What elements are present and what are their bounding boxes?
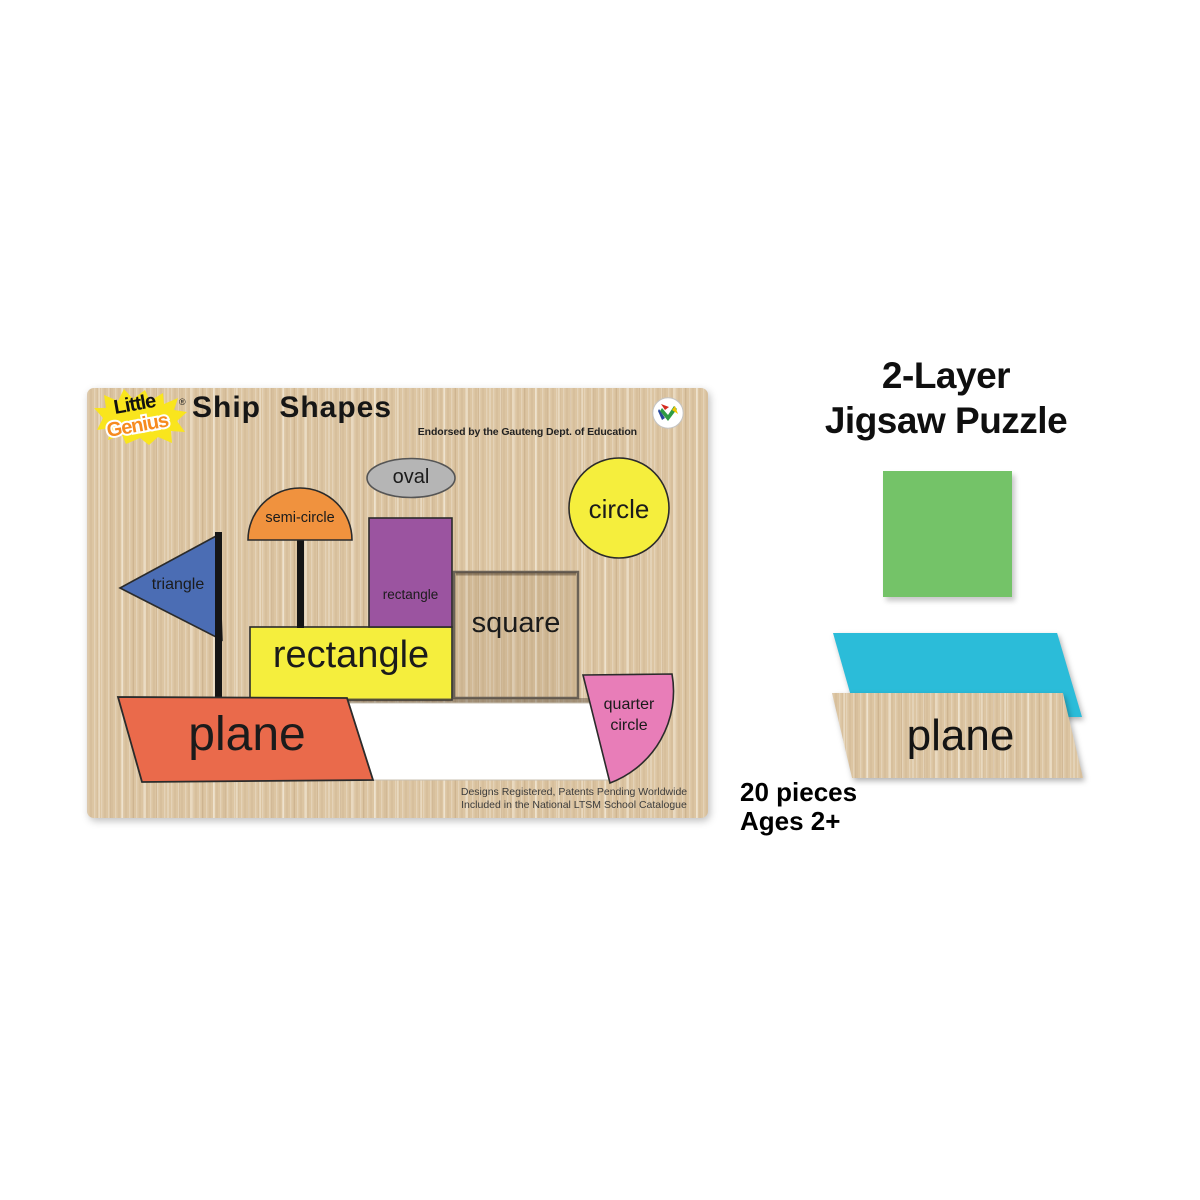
logo-starburst: [94, 389, 187, 445]
puzzle-board: Little Genius ® Ship Shapes Endorsed by …: [87, 388, 708, 818]
gauteng-education-badge-icon: [652, 397, 684, 429]
logo-registered-mark: ®: [179, 397, 186, 407]
plane-shape: [116, 696, 375, 783]
label-semi-circle: semi-circle: [265, 510, 335, 526]
label-triangle: triangle: [151, 576, 205, 593]
label-quarter-circle-line2: circle: [610, 717, 648, 734]
little-genius-logo: Little Genius ®: [94, 389, 187, 445]
board-shapes-graphic: [116, 457, 675, 785]
board-footer: Designs Registered, Patents Pending Worl…: [454, 786, 694, 811]
label-quarter-circle: quarter circle: [585, 694, 673, 736]
label-quarter-circle-line1: quarter: [603, 696, 655, 713]
oval-shape: [366, 457, 456, 499]
label-oval: oval: [392, 466, 430, 488]
product-heading: 2-Layer Jigsaw Puzzle: [790, 353, 1102, 443]
wooden-plane-piece: plane: [832, 693, 1083, 778]
rectangle-large-shape: [249, 626, 453, 701]
label-plane: plane: [188, 708, 306, 761]
circle-shape: [568, 457, 670, 559]
endorsement-text: Endorsed by the Gauteng Dept. of Educati…: [417, 426, 637, 438]
age-range: Ages 2+: [740, 806, 841, 836]
semi-circle-shape: [247, 487, 353, 541]
mast-front: [215, 532, 222, 701]
plane-piece-label: plane: [906, 710, 1015, 760]
piece-count: 20 pieces: [740, 777, 858, 807]
footer-line1: Designs Registered, Patents Pending Worl…: [460, 786, 688, 798]
square-slot: [452, 570, 580, 700]
label-rectangle-small: rectangle: [382, 587, 439, 602]
plane-piece-wrap: plane: [832, 693, 1083, 778]
hull-slot: [348, 702, 610, 781]
green-square-piece: [883, 471, 1012, 597]
label-square: square: [471, 607, 561, 639]
mast-back: [297, 540, 304, 628]
label-rectangle-large: rectangle: [272, 634, 430, 676]
board-title: Ship Shapes: [192, 391, 393, 424]
quarter-circle-shape: [581, 673, 675, 785]
rectangle-small-shape: [368, 517, 453, 628]
heading-line2: Jigsaw Puzzle: [824, 400, 1068, 441]
footer-line2: Included in the National LTSM School Cat…: [461, 798, 687, 811]
heading-line1: 2-Layer: [881, 355, 1011, 396]
label-circle: circle: [588, 494, 650, 524]
